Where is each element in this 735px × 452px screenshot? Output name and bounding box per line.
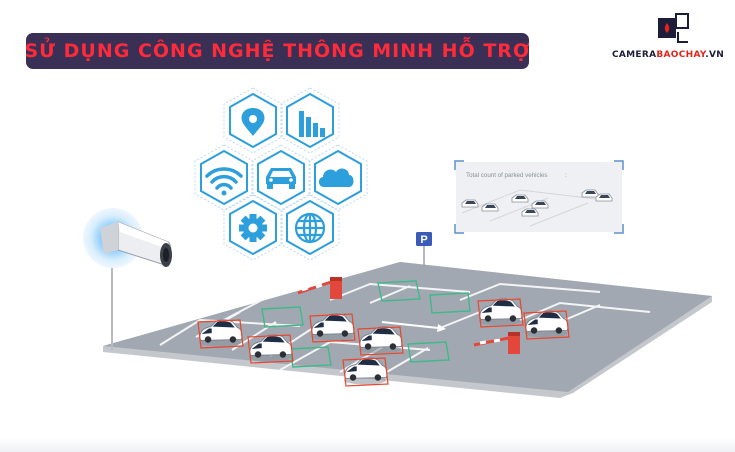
panel-caption: Total count of parked vehicles [466, 172, 548, 179]
page-title: SỬ DỤNG CÔNG NGHỆ THÔNG MINH HỖ TRỢ [24, 40, 531, 62]
car-icon [251, 144, 311, 211]
page-title-banner: SỬ DỤNG CÔNG NGHỆ THÔNG MINH HỖ TRỢ [24, 33, 531, 69]
location-pin-icon [223, 87, 283, 154]
detected-car [523, 310, 570, 340]
vehicle-count-panel: Total count of parked vehicles : [454, 160, 624, 234]
wifi-icon [194, 144, 254, 211]
surveillance-camera [83, 208, 172, 350]
camera-logo-icon [658, 13, 689, 43]
barrier-gate [297, 277, 342, 299]
detected-car [197, 319, 244, 349]
empty-slot-boxes [261, 280, 471, 368]
detected-car [309, 313, 356, 343]
bar-chart-icon [280, 87, 340, 154]
direction-arrow [381, 321, 446, 332]
detected-car [342, 357, 389, 387]
gear-icon [223, 194, 283, 261]
detected-car [477, 298, 524, 328]
logo-text: CAMERABAOCHAY.VN [612, 50, 725, 60]
parking-sign-letter: P [420, 234, 427, 246]
cloud-icon [308, 144, 368, 211]
hexagon-icon-cluster [194, 87, 368, 261]
parking-sign: P [416, 232, 432, 266]
detected-car [247, 334, 294, 364]
globe-icon [280, 194, 340, 261]
detected-car [357, 326, 404, 356]
svg-text::: : [565, 172, 567, 179]
bottom-shadow-strip [0, 438, 735, 452]
barrier-gate [473, 332, 520, 354]
brand-logo: CAMERABAOCHAY.VN [612, 12, 725, 62]
